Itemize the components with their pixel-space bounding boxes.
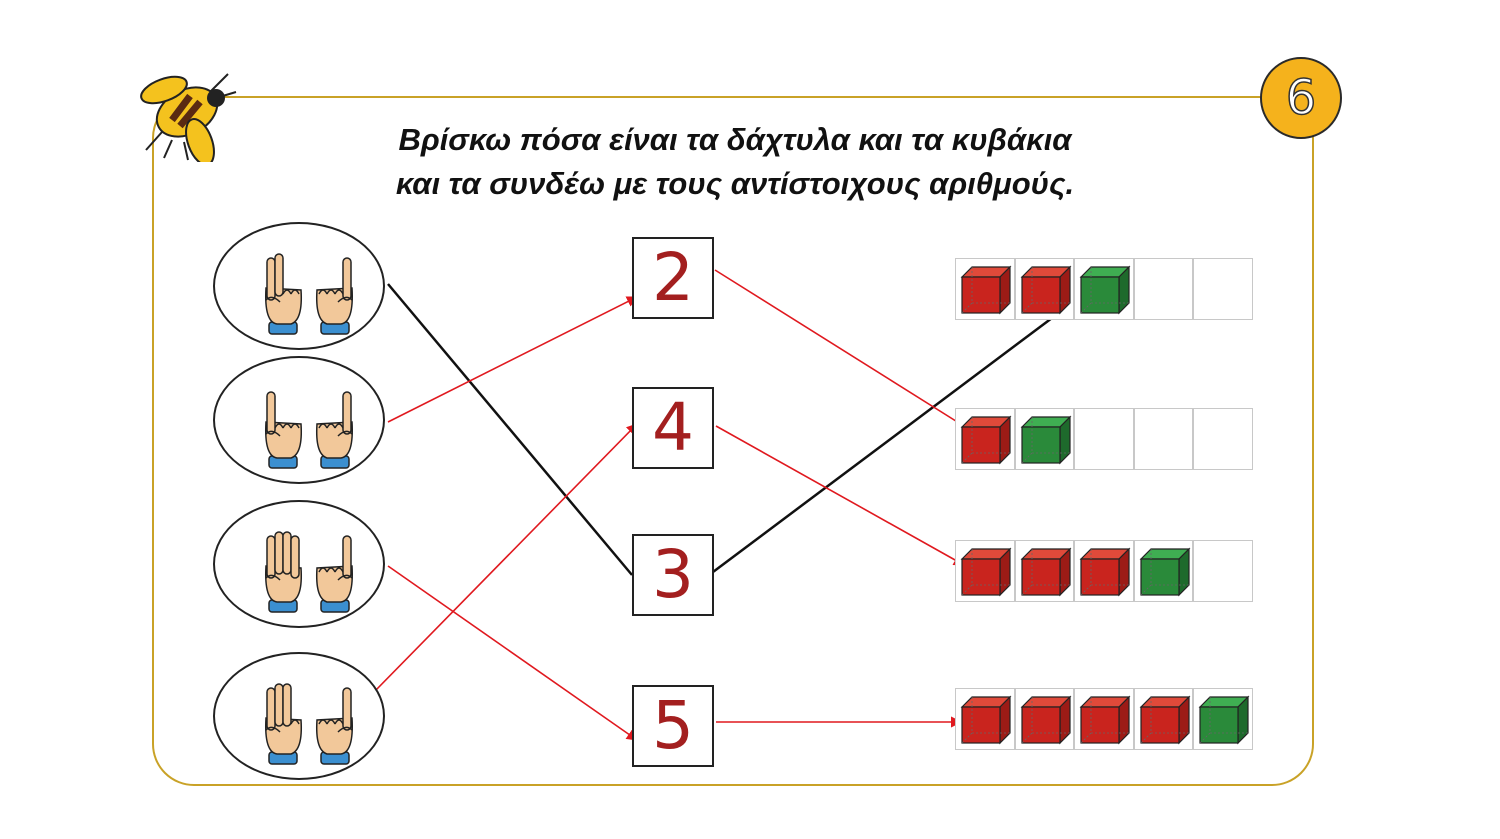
number-box-3[interactable]: 3 xyxy=(632,534,714,616)
line-hands1-to-3 xyxy=(387,283,633,576)
hands-oval-3[interactable] xyxy=(213,500,385,628)
red-cube xyxy=(1074,540,1134,602)
cube-slot xyxy=(1074,408,1134,470)
cube-row-2[interactable] xyxy=(955,408,1253,470)
red-cube xyxy=(955,258,1015,320)
red-cube xyxy=(955,408,1015,470)
instructions-line-2: και τα συνδέω με τους αντίστοιχους αριθμ… xyxy=(395,166,1075,201)
hands-icon xyxy=(264,253,354,335)
hands-icon xyxy=(264,391,354,469)
instructions-line-1: Βρίσκω πόσα είναι τα δάχτυλα και τα κυβά… xyxy=(398,122,1072,157)
cube-slot xyxy=(1133,408,1194,470)
hands-oval-1[interactable] xyxy=(213,222,385,350)
line-3-to-cubes1 xyxy=(712,316,1053,574)
number-box-4[interactable]: 4 xyxy=(632,387,714,469)
cube-slot xyxy=(1193,258,1253,320)
red-cube xyxy=(1074,688,1134,750)
green-cube xyxy=(1014,408,1075,470)
red-cube xyxy=(955,688,1015,750)
number-box-2[interactable]: 2 xyxy=(632,237,714,319)
line-hands3-to-5 xyxy=(387,565,638,741)
red-cube xyxy=(1014,688,1075,750)
cube-row-3[interactable] xyxy=(955,540,1253,602)
instructions: Βρίσκω πόσα είναι τα δάχτυλα και τα κυβά… xyxy=(300,118,1170,206)
line-hands4-to-4 xyxy=(375,423,638,691)
cube-row-4[interactable] xyxy=(955,688,1253,750)
cube-row-1[interactable] xyxy=(955,258,1253,320)
red-cube xyxy=(1014,258,1075,320)
cube-slot xyxy=(1193,540,1253,602)
page-number: 6 xyxy=(1285,70,1317,126)
cube-slot xyxy=(1193,408,1253,470)
page-frame xyxy=(152,96,1314,786)
line-hands2-to-2 xyxy=(387,296,639,423)
line-4-to-cubes3 xyxy=(715,425,965,566)
bee-icon xyxy=(140,73,237,162)
number-box-5[interactable]: 5 xyxy=(632,685,714,767)
hands-oval-4[interactable] xyxy=(213,652,385,780)
green-cube xyxy=(1074,258,1134,320)
cube-slot xyxy=(1133,258,1194,320)
hands-icon xyxy=(264,683,354,765)
line-2-to-cubes2 xyxy=(714,269,968,429)
page-number-badge: 6 xyxy=(1260,57,1342,139)
red-cube xyxy=(1133,688,1194,750)
green-cube xyxy=(1193,688,1253,750)
green-cube xyxy=(1133,540,1194,602)
red-cube xyxy=(1014,540,1075,602)
red-cube xyxy=(955,540,1015,602)
hands-icon xyxy=(264,531,354,613)
hands-oval-2[interactable] xyxy=(213,356,385,484)
